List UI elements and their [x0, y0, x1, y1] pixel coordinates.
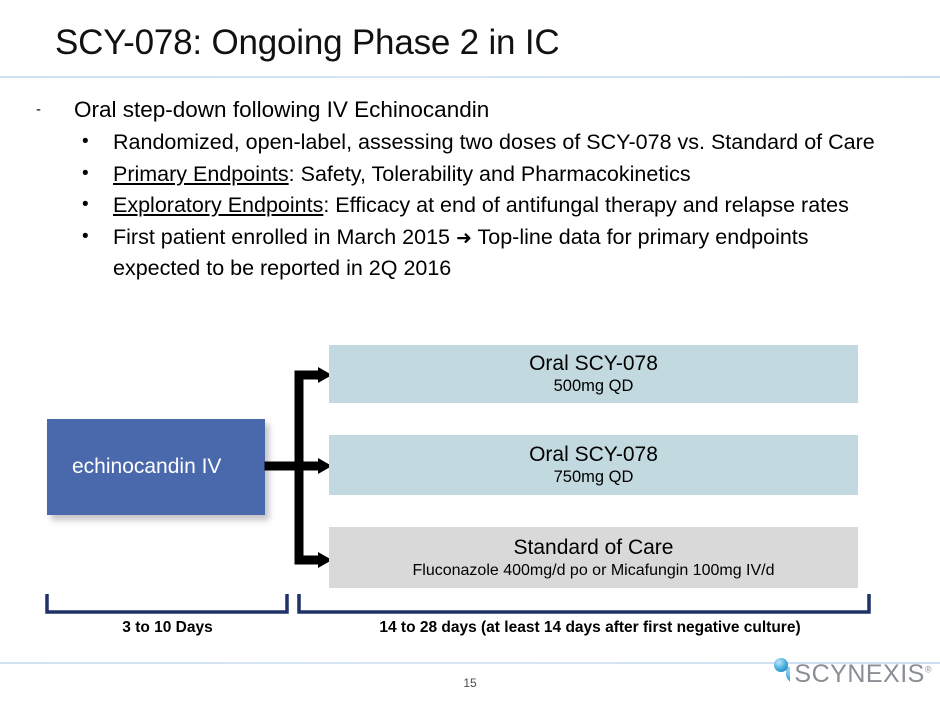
bullet-text: Randomized, open-label, assessing two do… [113, 130, 875, 154]
bullet-dot-icon: • [82, 162, 89, 184]
bullet-body: - Oral step-down following IV Echinocand… [0, 94, 940, 285]
arm-box-scy078-750: Oral SCY-078 750mg QD [329, 435, 858, 495]
right-arrow-icon: ➜ [455, 226, 472, 249]
bullet-item-primary-endpoints: • Primary Endpoints: Safety, Tolerabilit… [0, 159, 940, 190]
bullet-lead-underlined: Primary Endpoints [113, 161, 289, 186]
bullet-lead-underlined: Exploratory Endpoints [113, 193, 324, 217]
start-box-label: echinocandin IV [72, 455, 222, 478]
arm-box-scy078-500: Oral SCY-078 500mg QD [329, 345, 858, 403]
bullet-item-randomized: • Randomized, open-label, assessing two … [0, 127, 940, 158]
bracket-label-right: 14 to 28 days (at least 14 days after fi… [379, 619, 801, 636]
bullet-level1-text: Oral step-down following IV Echinocandin [74, 97, 490, 122]
arm-title: Oral SCY-078 [529, 443, 658, 466]
bullet-dot-icon: • [82, 225, 89, 247]
arm-subtitle: 500mg QD [553, 377, 634, 395]
molecule-icon [774, 658, 791, 692]
bullet-item-first-patient: • First patient enrolled in March 2015 ➜… [0, 222, 940, 284]
bullet-dot-icon: • [82, 194, 89, 215]
logo-text: SCYNEXIS [794, 659, 925, 688]
bullet-text: : Safety, Tolerability and Pharmacokinet… [288, 161, 691, 186]
logo-wordmark: SCYNEXIS® [794, 660, 932, 689]
arm-subtitle: 750mg QD [553, 468, 634, 486]
bullet-text-after-arrow: Top-line data for primary endpoints expe… [113, 224, 809, 281]
dash-marker-icon: - [36, 101, 41, 118]
bracket-left-duration [45, 594, 289, 614]
arm-box-standard-of-care: Standard of Care Fluconazole 400mg/d po … [329, 527, 858, 588]
registered-trademark-icon: ® [924, 664, 932, 675]
title-divider [0, 76, 940, 78]
bracket-label-left: 3 to 10 Days [122, 619, 213, 636]
start-box-echinocandin: echinocandin IV [47, 419, 265, 515]
footer-divider [0, 662, 940, 664]
arm-title: Oral SCY-078 [529, 352, 658, 375]
bullet-level1: - Oral step-down following IV Echinocand… [0, 94, 940, 125]
bullet-text-before-arrow: First patient enrolled in March 2015 [113, 224, 456, 249]
arm-title: Standard of Care [513, 535, 674, 559]
bullet-text: : Efficacy at end of antifungal therapy … [323, 193, 849, 217]
page-title: SCY-078: Ongoing Phase 2 in IC [55, 23, 560, 62]
bullet-item-exploratory-endpoints: • Exploratory Endpoints: Efficacy at end… [0, 190, 940, 221]
bullet-dot-icon: • [82, 131, 89, 152]
bracket-right-duration [297, 594, 871, 614]
page-number: 15 [463, 676, 477, 690]
arm-subtitle: Fluconazole 400mg/d po or Micafungin 100… [412, 561, 775, 579]
scynexis-logo: SCYNEXIS® [772, 650, 932, 698]
